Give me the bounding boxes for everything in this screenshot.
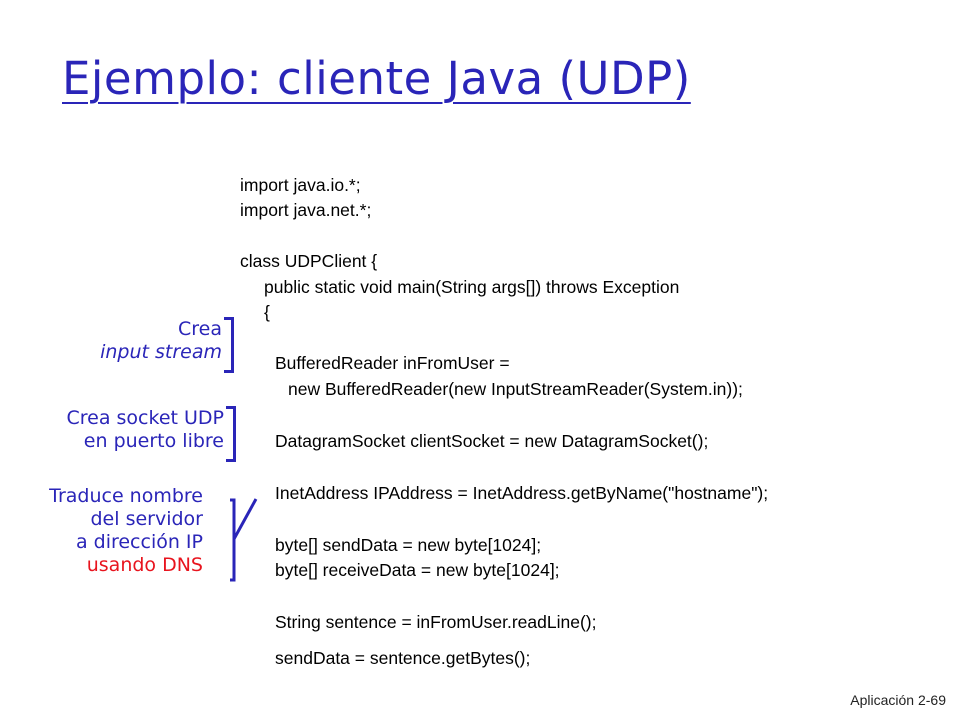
annotation-dns-line1: Traduce nombre	[49, 485, 203, 507]
annotation-input-stream-line1: Crea	[178, 318, 222, 340]
footer-section: Aplicación	[850, 692, 915, 708]
code-line-import-net: import java.net.*;	[240, 200, 372, 220]
bracket-socket	[226, 406, 236, 462]
annotation-dns-line4: usando DNS	[86, 554, 203, 576]
code-line-bufferedreader: BufferedReader inFromUser =	[275, 353, 510, 373]
code-line-main: public static void main(String args[]) t…	[264, 277, 680, 297]
code-line-new-bufferedreader: new BufferedReader(new InputStreamReader…	[288, 379, 743, 399]
footer-page-number: 2-69	[917, 692, 946, 708]
bracket-input-stream	[224, 317, 234, 373]
bracket-dns	[230, 498, 258, 582]
code-line-senddata: byte[] sendData = new byte[1024];	[275, 535, 542, 555]
annotation-input-stream-line2: input stream	[100, 341, 222, 363]
footer: Aplicación 2-69	[850, 692, 946, 708]
annotation-dns: Traduce nombre del servidor a dirección …	[49, 485, 203, 577]
code-line-sentence: String sentence = inFromUser.readLine();	[275, 612, 597, 632]
annotation-input-stream: Crea input stream	[100, 318, 222, 364]
code-line-datagramsocket: DatagramSocket clientSocket = new Datagr…	[275, 431, 709, 451]
slide-title: Ejemplo: cliente Java (UDP)	[62, 52, 691, 105]
annotation-socket-line2: en puerto libre	[83, 430, 224, 452]
annotation-dns-line2: del servidor	[90, 508, 204, 530]
annotation-socket-line1: Crea socket UDP	[66, 407, 224, 429]
code-line-getbytes: sendData = sentence.getBytes();	[275, 648, 531, 668]
code-line-open-brace: {	[264, 302, 270, 322]
code-line-import-io: import java.io.*;	[240, 175, 361, 195]
code-line-class: class UDPClient {	[240, 251, 378, 271]
annotation-dns-line3: a dirección IP	[75, 531, 203, 553]
code-line-inetaddress: InetAddress IPAddress = InetAddress.getB…	[275, 483, 769, 503]
annotation-socket: Crea socket UDP en puerto libre	[66, 407, 224, 453]
code-line-receivedata: byte[] receiveData = new byte[1024];	[275, 560, 560, 580]
